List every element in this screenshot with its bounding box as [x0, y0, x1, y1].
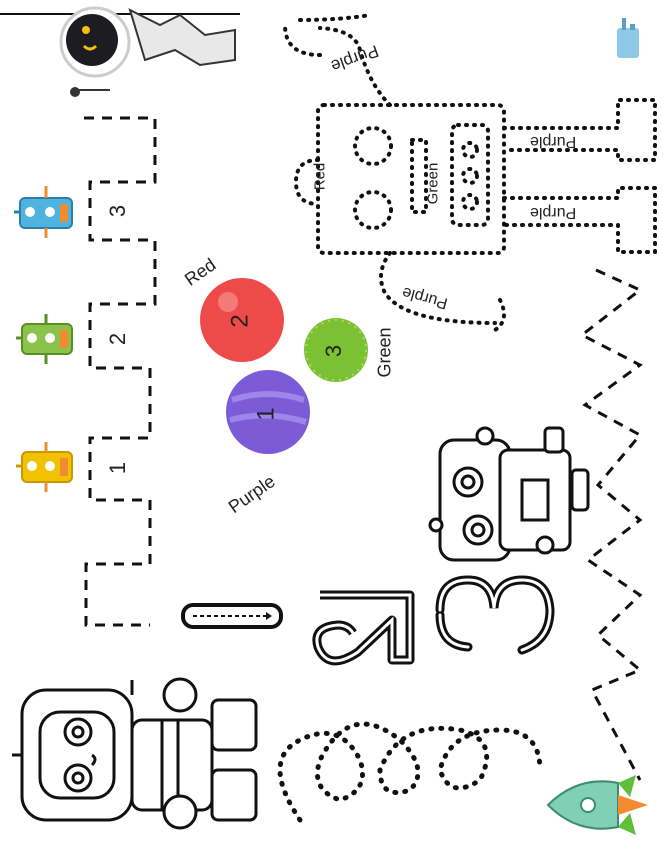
yellow-robot-icon: [16, 442, 73, 492]
green-label: Green: [374, 327, 395, 378]
rocket-icon: [546, 775, 648, 835]
dotted-loops-path: [277, 721, 543, 823]
purple-ball-number: 1: [252, 407, 280, 421]
worksheet-logo-icon: [617, 18, 639, 58]
green-robot-icon: [16, 314, 73, 364]
step-number-3: 3: [105, 204, 131, 218]
purple-ball: [226, 370, 310, 454]
trace-number-2: [312, 590, 415, 666]
trace-number-3: [435, 575, 555, 655]
dashed-step-path: [84, 116, 157, 627]
trace-number-1: [181, 603, 283, 629]
zigzag-dashed-path: [579, 268, 643, 781]
robot-leg-2-label: Purple: [530, 204, 577, 221]
astronaut-icon: [59, 6, 236, 97]
blue-robot-icon: [14, 186, 73, 238]
robot-body-left-label: Red: [311, 162, 329, 191]
green-ball-number: 3: [321, 344, 347, 358]
green-ball: [304, 318, 368, 382]
step-number-2: 2: [105, 332, 131, 346]
red-ball-number: 2: [226, 314, 254, 328]
step-number-1: 1: [105, 461, 131, 475]
dotted-robot-outline: [283, 13, 657, 332]
robot-body-center-label: Green: [424, 162, 442, 205]
red-ball: [200, 278, 284, 362]
robot-outline-icon: [428, 426, 590, 562]
robot-leg-1-label: Purple: [530, 133, 577, 150]
big-robot-icon: [12, 677, 258, 830]
